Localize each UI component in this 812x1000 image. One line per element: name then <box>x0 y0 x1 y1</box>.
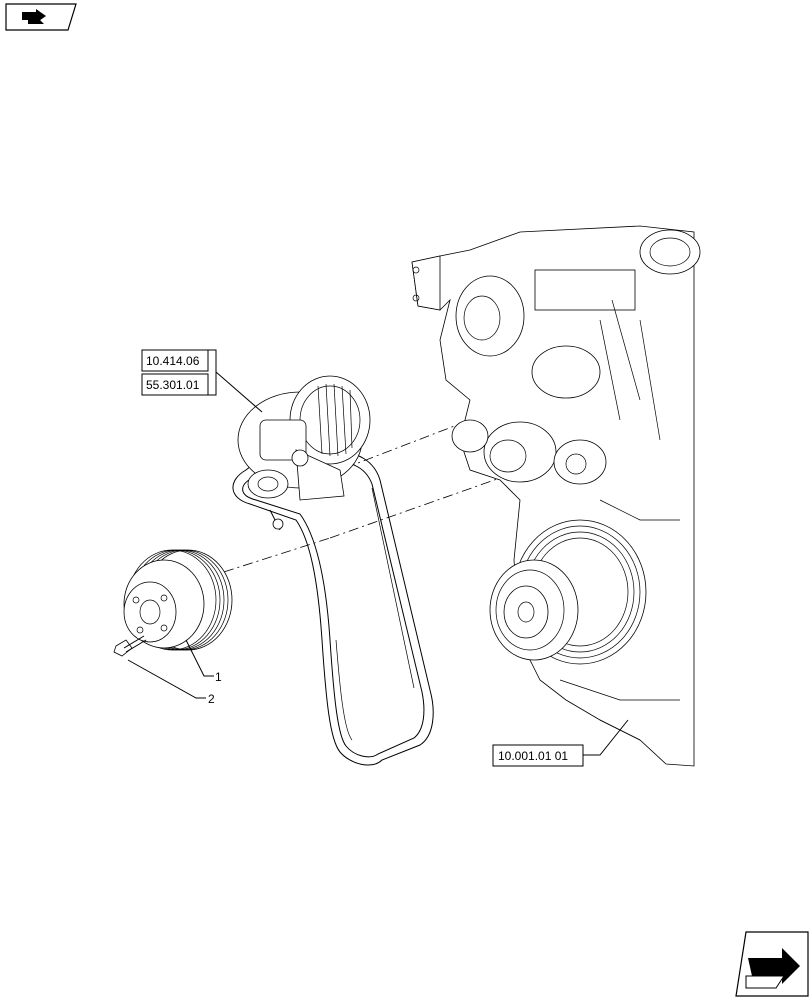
callout-label-2: 2 <box>208 692 215 706</box>
alternator-ref-2[interactable]: 55.301.01 <box>146 378 200 392</box>
nav-forward-arrow-icon[interactable] <box>735 931 809 997</box>
callout-bolt: 2 <box>127 659 215 706</box>
drive-belt <box>232 451 434 766</box>
alternator-ref-1[interactable]: 10.414.06 <box>146 354 200 368</box>
alternator-reference-group: 10.414.06 55.301.01 <box>141 349 263 413</box>
crankshaft-pulley <box>123 549 233 651</box>
engine-ref[interactable]: 10.001.01 01 <box>498 749 568 763</box>
nav-back-arrow-icon[interactable] <box>5 3 77 31</box>
alternator <box>237 375 371 531</box>
callout-pulley: 1 <box>185 639 222 684</box>
pulley-bolt <box>113 635 147 657</box>
callout-label-1: 1 <box>215 670 222 684</box>
engine-reference-group: 10.001.01 01 <box>492 719 629 767</box>
engine-block <box>411 225 701 767</box>
